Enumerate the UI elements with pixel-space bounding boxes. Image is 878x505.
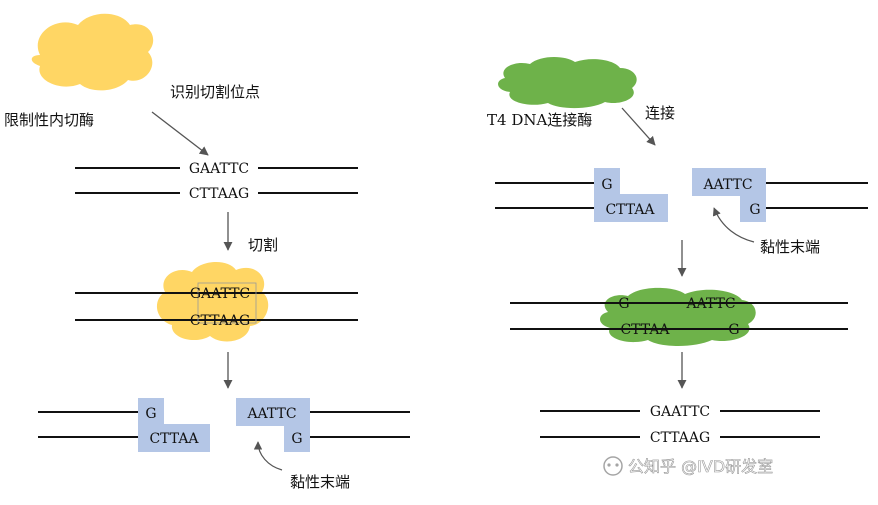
recognize-arrow [151, 111, 209, 156]
sticky-end-label: 黏性末端 [290, 473, 350, 491]
ligase-enzyme-cloud [498, 56, 637, 109]
joined-right-bottom: G [728, 322, 739, 338]
right-fragment-bottom: G [291, 431, 302, 447]
ligation-arrow [621, 107, 656, 146]
joined-right-top: AATTC [685, 296, 735, 312]
final-sequence-top: GAATTC [650, 404, 710, 420]
restriction-enzyme-bound-cloud [156, 261, 269, 342]
sticky-end-right-fragment [692, 168, 766, 222]
right-fragment-bottom: G [749, 202, 760, 218]
sticky-end-pointer [253, 441, 283, 471]
joined-left-bottom: CTTAA [620, 322, 670, 338]
bound-sequence-bottom: CTTAAG [190, 313, 250, 329]
recognize-cut-site-label: 识别切割位点 [170, 83, 260, 101]
watermark-text: 公知乎 @IVD研发室 [628, 457, 773, 476]
sticky-end-left-fragment [594, 168, 668, 222]
sequence-bottom: CTTAAG [189, 186, 249, 202]
sticky-end-left-fragment [138, 398, 210, 452]
cut-site-box [197, 282, 257, 324]
left-fragment-top: G [145, 406, 156, 422]
restriction-enzyme-label: 限制性内切酶 [4, 111, 94, 129]
left-fragment-bottom: CTTAA [605, 202, 655, 218]
left-fragment-bottom: CTTAA [149, 431, 199, 447]
joined-left-top: G [618, 296, 629, 312]
sticky-end-right-fragment [236, 398, 310, 452]
sequence-top: GAATTC [189, 161, 249, 177]
sticky-end-label: 黏性末端 [760, 238, 820, 256]
ligation-label: 连接 [645, 104, 675, 122]
bound-sequence-top: GAATTC [190, 286, 250, 302]
left-fragment-top: G [601, 177, 612, 193]
ligase-label: T4 DNA连接酶 [487, 111, 592, 129]
final-sequence-bottom: CTTAAG [650, 430, 710, 446]
watermark: 公知乎 @IVD研发室 [603, 456, 773, 476]
sticky-end-pointer [712, 207, 755, 243]
restriction-enzyme-cloud [31, 13, 154, 91]
right-fragment-top: AATTC [702, 177, 752, 193]
zhihu-logo-icon [603, 456, 623, 476]
right-fragment-top: AATTC [246, 406, 296, 422]
cut-label: 切割 [248, 236, 278, 254]
